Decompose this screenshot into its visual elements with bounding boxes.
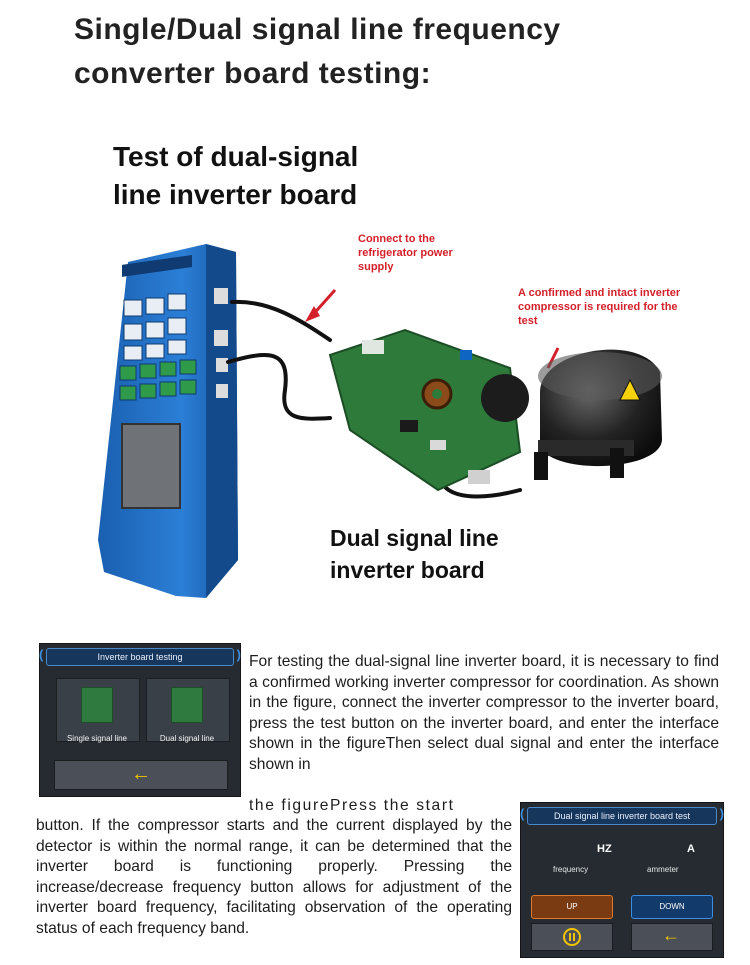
- single-signal-option[interactable]: [56, 678, 140, 742]
- ammeter-label: ammeter: [647, 865, 679, 874]
- tester-device: [98, 244, 238, 598]
- board-thumbnail-icon: [171, 687, 203, 723]
- description-paragraph-2: the figurePress the start: [249, 797, 455, 814]
- compressor-callout: A confirmed and intact inverter compress…: [518, 287, 681, 327]
- test-setup-illustration: [98, 244, 662, 598]
- left-arrow-icon: ←: [662, 925, 680, 945]
- down-button[interactable]: DOWN: [631, 895, 713, 919]
- inverter-testing-screen: ( Inverter board testing ) Single signal…: [39, 643, 241, 797]
- board-label: Dual signal line inverter board: [330, 525, 499, 583]
- screen-header: ( Inverter board testing ): [39, 647, 241, 666]
- screen-header: ( Dual signal line inverter board test ): [520, 806, 724, 825]
- back-button[interactable]: ←: [54, 760, 228, 790]
- pause-button[interactable]: [531, 923, 613, 951]
- hz-unit: HZ: [597, 843, 612, 855]
- dual-signal-option[interactable]: [146, 678, 230, 742]
- cables: [226, 299, 522, 499]
- description-paragraph-1: For testing the dual-signal line inverte…: [249, 653, 719, 773]
- power-supply-callout: Connect to the refrigerator power supply: [358, 233, 453, 273]
- inverter-board: [328, 328, 529, 492]
- screen-header-title: Dual signal line inverter board test: [553, 811, 691, 821]
- back-button[interactable]: ←: [631, 923, 713, 951]
- a-unit: A: [687, 843, 695, 855]
- page-title: Single/Dual signal line frequency conver…: [74, 13, 561, 90]
- single-signal-label: Single signal line: [66, 734, 128, 743]
- dual-signal-test-screen: ( Dual signal line inverter board test )…: [520, 802, 724, 958]
- pause-icon: [563, 928, 581, 946]
- section-subtitle: Test of dual-signal line inverter board: [113, 141, 359, 210]
- screen-header-title: Inverter board testing: [97, 652, 183, 662]
- up-button[interactable]: UP: [531, 895, 613, 919]
- description-paragraph-3: button. If the compressor starts and the…: [36, 817, 512, 937]
- frequency-label: frequency: [553, 865, 589, 874]
- compressor: [534, 349, 662, 480]
- dual-signal-label: Dual signal line: [159, 734, 215, 743]
- left-arrow-icon: ←: [131, 763, 151, 785]
- board-thumbnail-icon: [81, 687, 113, 723]
